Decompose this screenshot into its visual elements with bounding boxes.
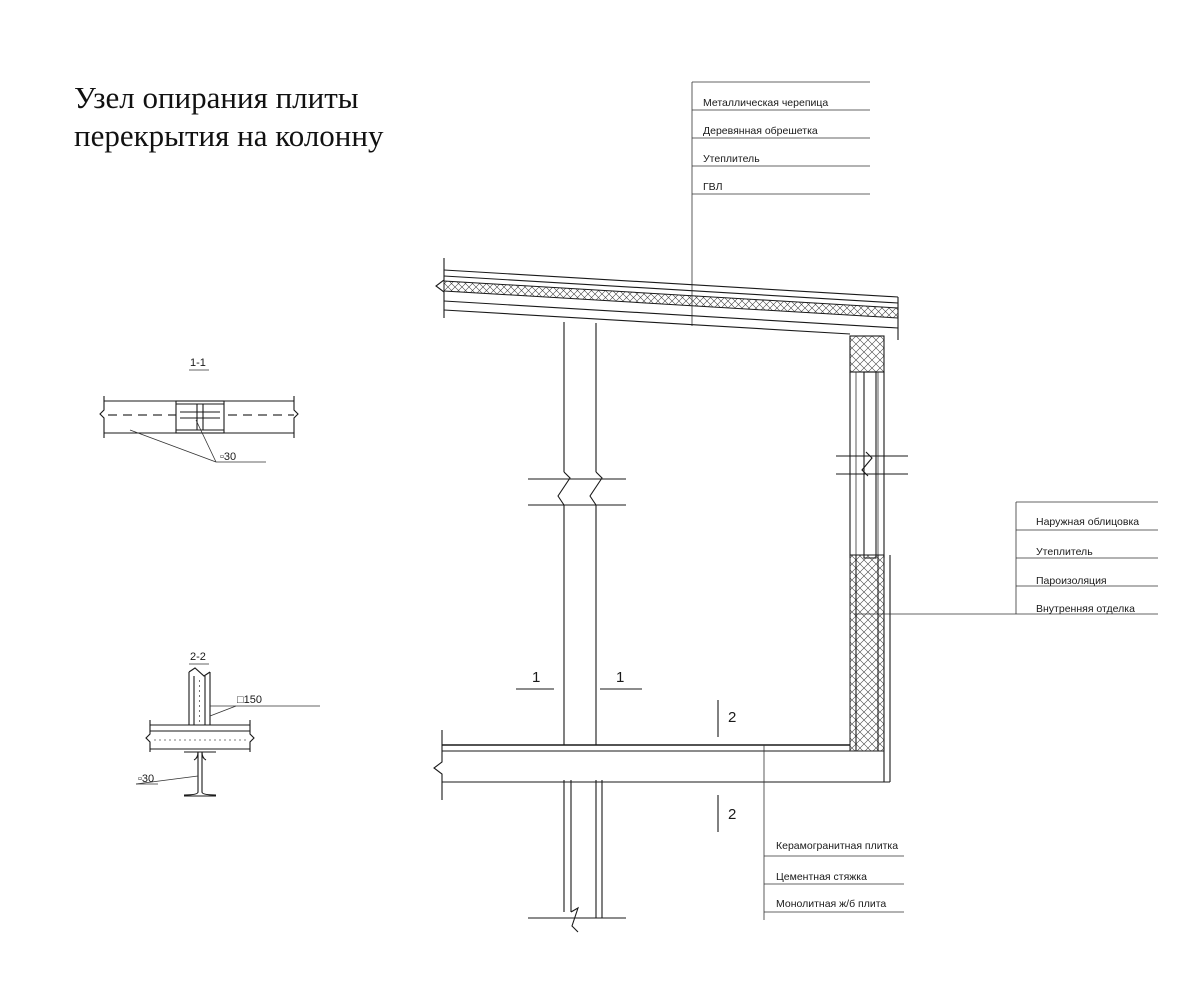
detail-1-1: 1-1 ▫30 — [99, 357, 299, 463]
detail-2-2: 2-2 □150 ▫30 — [135, 651, 320, 797]
detail-1-1-plate-label: ▫30 — [220, 451, 236, 463]
section-mark-1: 1 1 — [516, 669, 642, 690]
section-1-left-label: 1 — [532, 669, 540, 686]
drawing-title: Узел опирания плиты перекрытия на колонн… — [74, 80, 384, 153]
wall-layer-label-4: Внутренняя отделка — [1036, 603, 1135, 615]
roof-layer-callout: Металлическая черепица Деревянная обреше… — [691, 81, 870, 326]
detail-2-2-weld-label: □150 — [237, 694, 262, 706]
section-2-top-label: 2 — [728, 709, 736, 726]
floor-slab — [433, 730, 890, 800]
section-mark-2: 2 2 — [717, 700, 736, 832]
roof-layer-label-3: Утеплитель — [703, 153, 760, 165]
floor-layer-label-1: Керамогранитная плитка — [776, 840, 898, 852]
roof-layer-label-1: Металлическая черепица — [703, 97, 828, 109]
title-line-1: Узел опирания плиты — [74, 80, 359, 115]
sloped-roof — [435, 258, 899, 340]
floor-layer-label-2: Цементная стяжка — [776, 871, 867, 883]
wall-layer-callout: Наружная облицовка Утеплитель Пароизоляц… — [854, 501, 1158, 615]
roof-layer-label-2: Деревянная обрешетка — [703, 125, 818, 137]
steel-column — [528, 322, 626, 933]
wall-layer-label-1: Наружная облицовка — [1036, 516, 1139, 528]
detail-2-2-plate-label: ▫30 — [138, 773, 154, 785]
detail-1-1-title: 1-1 — [190, 357, 206, 369]
roof-layer-label-4: ГВЛ — [703, 181, 723, 193]
wall-layer-label-3: Пароизоляция — [1036, 575, 1107, 587]
title-line-2: перекрытия на колонну — [74, 118, 384, 153]
exterior-wall — [836, 335, 908, 782]
floor-layer-label-3: Монолитная ж/б плита — [776, 898, 886, 910]
section-2-bottom-label: 2 — [728, 806, 736, 823]
floor-layer-callout: Керамогранитная плитка Цементная стяжка … — [763, 745, 904, 920]
wall-layer-label-2: Утеплитель — [1036, 546, 1093, 558]
detail-2-2-title: 2-2 — [190, 651, 206, 663]
section-1-right-label: 1 — [616, 669, 624, 686]
